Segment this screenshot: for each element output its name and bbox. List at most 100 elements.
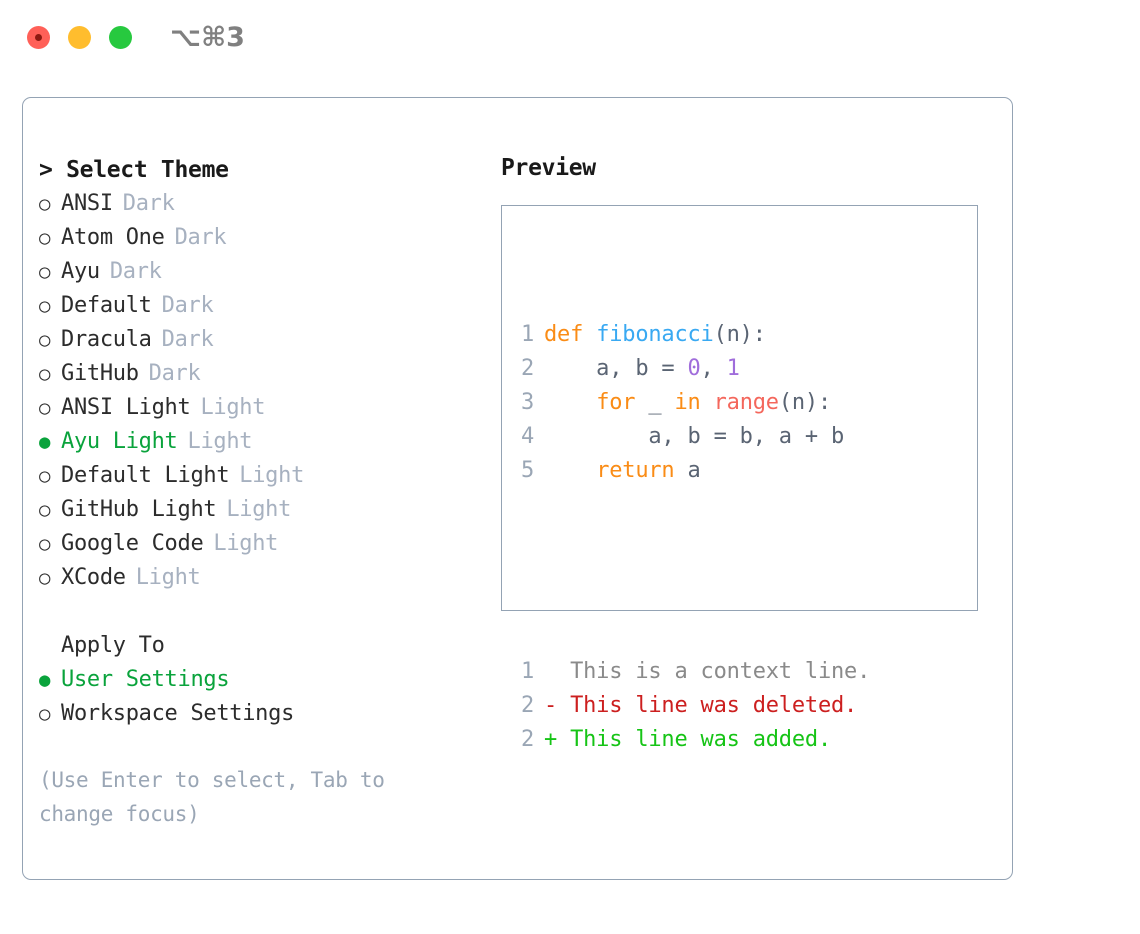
theme-name: XCode (61, 565, 126, 590)
theme-list-item[interactable]: ○ Default Dark (39, 289, 479, 323)
apply-to-option[interactable]: ○ Workspace Settings (39, 697, 479, 731)
theme-name: Default (61, 293, 152, 318)
theme-list-item[interactable]: ○ Dracula Dark (39, 323, 479, 357)
apply-to-list: ● User Settings ○ Workspace Settings (39, 663, 479, 731)
theme-variant-tag: Dark (161, 293, 214, 318)
radio-icon[interactable]: ○ (39, 465, 51, 487)
diff-line: 2 - This line was deleted. (510, 689, 977, 723)
code-token (583, 322, 596, 347)
theme-name: Ayu Light (61, 429, 178, 454)
code-line: 5 return a (510, 454, 977, 488)
theme-variant-tag: Light (239, 463, 305, 488)
theme-variant-tag: Dark (122, 191, 175, 216)
apply-to-heading: Apply To (61, 633, 165, 658)
diff-line: 2 + This line was added. (510, 723, 977, 757)
line-number: 5 (520, 458, 534, 483)
theme-variant-tag: Light (187, 429, 253, 454)
radio-icon[interactable]: ○ (39, 193, 51, 215)
close-button[interactable] (27, 26, 50, 49)
theme-list-item[interactable]: ○ Default Light Light (39, 459, 479, 493)
radio-icon[interactable]: ○ (39, 363, 51, 385)
window-title: ⌥⌘3 (170, 22, 245, 53)
theme-variant-tag: Dark (174, 225, 227, 250)
radio-icon[interactable]: ○ (39, 703, 51, 725)
radio-icon[interactable]: ○ (39, 567, 51, 589)
line-number: 1 (520, 322, 534, 347)
keyboard-hint: (Use Enter to select, Tab to change focu… (39, 768, 385, 826)
code-token: in (674, 390, 701, 415)
line-number: 4 (520, 424, 534, 449)
code-line: 4 a, b = b, a + b (510, 420, 977, 454)
radio-icon[interactable]: ○ (39, 261, 51, 283)
line-number: 2 (520, 727, 534, 752)
diff-line: 1 This is a context line. (510, 655, 977, 689)
theme-variant-tag: Light (135, 565, 201, 590)
theme-list-item[interactable]: ● Ayu Light Light (39, 425, 479, 459)
code-token (701, 390, 714, 415)
theme-list-item[interactable]: ○ Atom One Dark (39, 221, 479, 255)
radio-icon[interactable]: ○ (39, 533, 51, 555)
code-token: range (713, 390, 779, 415)
theme-list-item[interactable]: ○ XCode Light (39, 561, 479, 595)
theme-variant-tag: Light (213, 531, 279, 556)
theme-list-item[interactable]: ○ GitHub Light Light (39, 493, 479, 527)
code-token: a, b = b, a + b (544, 424, 845, 449)
radio-icon[interactable]: ○ (39, 329, 51, 351)
select-theme-heading: > Select Theme (39, 157, 229, 183)
theme-name: GitHub Light (61, 497, 217, 522)
code-token: 1 (726, 356, 740, 381)
code-line: 2 a, b = 0, 1 (510, 352, 977, 386)
code-token: (n): (713, 322, 766, 347)
radio-icon[interactable]: ○ (39, 397, 51, 419)
diff-text: This is a context line. (544, 659, 871, 684)
theme-name: Google Code (61, 531, 204, 556)
theme-name: Ayu (61, 259, 100, 284)
line-number: 2 (520, 693, 534, 718)
code-token: fibonacci (596, 322, 714, 347)
theme-name: Atom One (61, 225, 165, 250)
theme-list-item[interactable]: ○ ANSI Light Light (39, 391, 479, 425)
zoom-button[interactable] (109, 26, 132, 49)
code-token: (n): (778, 390, 832, 415)
section-spacer (39, 595, 479, 629)
theme-name: ANSI Light (61, 395, 191, 420)
diff-text: + This line was added. (544, 727, 831, 752)
code-token: 0 (687, 356, 701, 381)
theme-name: Dracula (61, 327, 152, 352)
line-number: 2 (520, 356, 534, 381)
theme-list-item[interactable]: ○ Google Code Light (39, 527, 479, 561)
theme-variant-tag: Dark (161, 327, 214, 352)
theme-name: GitHub (61, 361, 139, 386)
apply-to-label: Workspace Settings (61, 701, 295, 726)
minimize-button[interactable] (68, 26, 91, 49)
apply-to-option[interactable]: ● User Settings (39, 663, 479, 697)
code-token: for (596, 390, 636, 415)
code-line: 3 for _ in range(n): (510, 386, 977, 420)
code-diff-separator (510, 556, 977, 587)
diff-sample: 1 This is a context line. 2 - This line wa… (510, 655, 977, 757)
theme-variant-tag: Light (226, 497, 292, 522)
line-number: 3 (520, 390, 534, 415)
theme-variant-tag: Dark (109, 259, 162, 284)
theme-list-item[interactable]: ○ Ayu Dark (39, 255, 479, 289)
apply-to-label: User Settings (61, 667, 230, 692)
radio-icon[interactable]: ○ (39, 227, 51, 249)
radio-selected-icon[interactable]: ● (39, 669, 51, 691)
radio-icon[interactable]: ○ (39, 499, 51, 521)
title-bar: ⌥⌘3 (0, 0, 1140, 76)
radio-selected-icon[interactable]: ● (39, 431, 51, 453)
theme-variant-tag: Light (200, 395, 266, 420)
preview-heading: Preview (501, 155, 596, 181)
diff-text: - This line was deleted. (544, 693, 858, 718)
radio-icon[interactable]: ○ (39, 295, 51, 317)
theme-name: Default Light (61, 463, 230, 488)
